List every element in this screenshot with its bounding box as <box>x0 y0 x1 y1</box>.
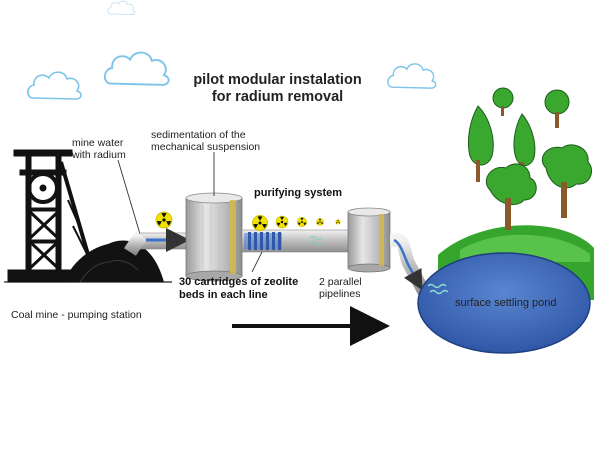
outlet-pipe <box>390 233 430 296</box>
tree-icon <box>544 89 570 128</box>
radiation-symbol-icon <box>296 216 308 228</box>
radiation-symbol-icon <box>275 215 289 229</box>
sedimentation-tank-icon <box>185 192 243 282</box>
radiation-symbol-icon <box>155 211 173 229</box>
tree-icon <box>467 105 494 182</box>
tree-icon <box>492 87 514 116</box>
cloud-icon <box>387 63 437 89</box>
mine-water-pointer <box>117 159 141 235</box>
radiation-symbol-icon <box>335 219 341 225</box>
pipelines-label: 2 parallel pipelines <box>319 276 362 301</box>
inlet-pipe <box>124 228 193 256</box>
tree-icon <box>485 163 537 230</box>
zeolite-cartridges <box>248 232 281 250</box>
purification-tank-icon <box>347 207 391 273</box>
coal-mine-label: Coal mine - pumping station <box>11 309 142 321</box>
diagram-title: pilot modular instalation for radium rem… <box>193 72 362 105</box>
mine-water-label: mine water with radium <box>72 137 126 162</box>
cloud-icon <box>27 71 82 100</box>
pond-icon <box>417 252 591 354</box>
radiation-symbol-icon <box>251 214 269 232</box>
sedimentation-label: sedimentation of the mechanical suspensi… <box>151 129 261 154</box>
cartridges-pointer <box>251 251 263 273</box>
cartridges-label: 30 cartridges of zeolite beds in each li… <box>179 276 299 301</box>
cloud-icon <box>103 51 170 86</box>
tree-icon <box>541 144 592 218</box>
zeolite-pipeline <box>241 229 355 253</box>
settling-pond-label: surface settling pond <box>455 297 557 309</box>
radiation-symbol-icon <box>316 218 324 226</box>
cloud-icon <box>107 0 135 15</box>
purifying-system-label: purifying system <box>254 187 343 199</box>
